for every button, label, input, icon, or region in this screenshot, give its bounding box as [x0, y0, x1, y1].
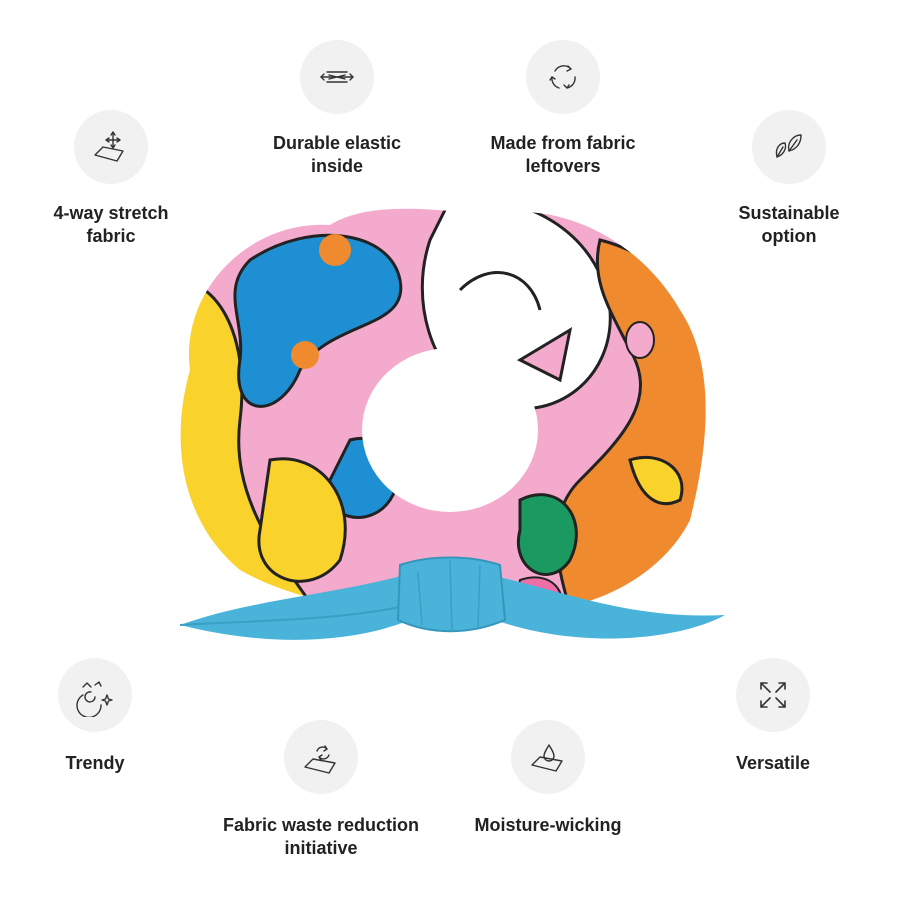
four-way-stretch-icon: [74, 110, 148, 184]
feature-label: Trendy: [65, 753, 125, 773]
feature-label: Versatile: [735, 753, 811, 773]
feature-label: Sustainable option: [738, 203, 840, 246]
bow-left: [180, 575, 410, 640]
feature-versatile: Versatile: [663, 658, 883, 775]
leaves-icon: [752, 110, 826, 184]
feature-label: Moisture-wicking: [474, 815, 622, 835]
feature-waste: Fabric waste reduction initiative: [211, 720, 431, 860]
durable-elastic-icon: [300, 40, 374, 114]
feature-trendy: Trendy: [0, 658, 205, 775]
feature-stretch: 4-way stretch fabric: [1, 110, 221, 248]
trendy-sparkle-icon: [58, 658, 132, 732]
feature-label: 4-way stretch fabric: [53, 203, 169, 246]
feature-leftovers: Made from fabric leftovers: [453, 40, 673, 178]
feature-moisture: Moisture-wicking: [438, 720, 658, 837]
bow-right: [490, 575, 725, 639]
feature-sustainable: Sustainable option: [679, 110, 899, 248]
feature-label: Made from fabric leftovers: [490, 133, 636, 176]
recycle-arrows-icon: [526, 40, 600, 114]
scrunchie-image: [179, 208, 725, 640]
bow-left-inner: [179, 604, 411, 626]
feature-label: Durable elastic inside: [272, 133, 402, 176]
water-drop-icon: [511, 720, 585, 794]
expand-arrows-icon: [736, 658, 810, 732]
feature-label: Fabric waste reduction initiative: [222, 815, 420, 858]
feature-elastic: Durable elastic inside: [227, 40, 447, 178]
fabric-recycle-icon: [284, 720, 358, 794]
